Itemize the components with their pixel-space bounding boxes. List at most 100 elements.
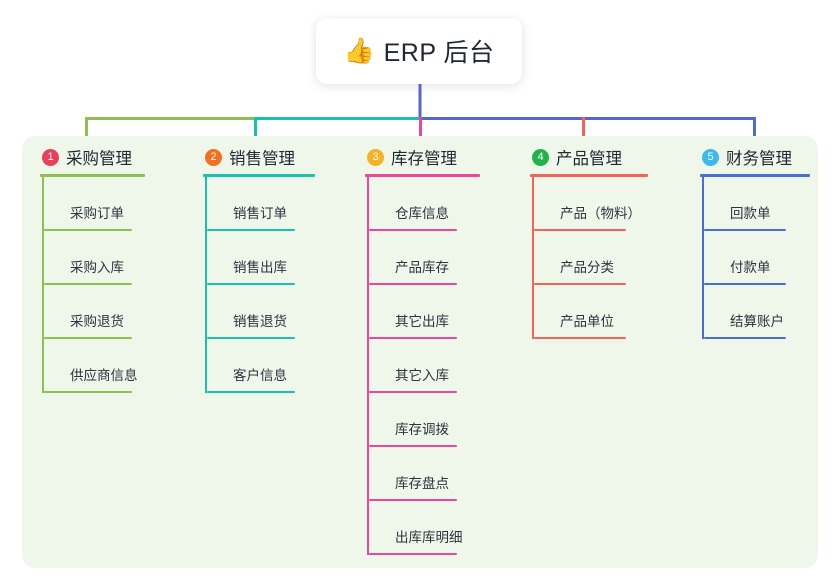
list-item-label: 采购入库 xyxy=(70,260,124,275)
column-items: 采购订单采购入库采购退货供应商信息 xyxy=(40,177,145,393)
column-items: 产品（物料） 产品分类产品单位 xyxy=(530,177,648,339)
column-number-badge: 3 xyxy=(367,148,384,166)
column-2: 2 销售管理销售订单销售出库销售退货客户信息 xyxy=(203,146,315,393)
list-item-label: 客户信息 xyxy=(233,368,287,383)
list-item-label: 产品单位 xyxy=(560,314,614,329)
column-number-badge: 2 xyxy=(205,148,222,166)
list-item[interactable]: 销售退货 xyxy=(205,285,315,339)
column-number-badge: 4 xyxy=(532,148,549,166)
list-item-label: 付款单 xyxy=(730,260,771,275)
list-item-label: 销售退货 xyxy=(233,314,287,329)
list-item-rule xyxy=(44,229,132,231)
column-header-rule xyxy=(365,174,480,177)
list-item-label: 仓库信息 xyxy=(395,206,449,221)
column-items: 仓库信息产品库存其它出库其它入库库存调拨库存盘点出库库明细 xyxy=(365,177,480,555)
column-items: 销售订单销售出库销售退货客户信息 xyxy=(203,177,315,393)
list-item-label: 出库库明细 xyxy=(395,530,463,545)
column-number-badge: 1 xyxy=(42,148,59,166)
column-header-2[interactable]: 2 销售管理 xyxy=(203,146,315,168)
list-item[interactable]: 库存调拨 xyxy=(367,393,480,447)
column-spine xyxy=(42,177,44,393)
column-header-rule xyxy=(203,174,315,177)
list-item[interactable]: 采购退货 xyxy=(42,285,145,339)
list-item-rule xyxy=(207,337,295,339)
list-item-label: 回款单 xyxy=(730,206,771,221)
list-item[interactable]: 产品（物料） xyxy=(532,177,648,231)
list-item-rule xyxy=(534,337,626,339)
list-item-rule xyxy=(44,391,132,393)
list-item[interactable]: 产品单位 xyxy=(532,285,648,339)
column-4: 4 产品管理产品（物料） 产品分类产品单位 xyxy=(530,146,648,339)
column-title: 财务管理 xyxy=(726,150,792,168)
list-item-rule xyxy=(369,229,457,231)
column-header-1[interactable]: 1 采购管理 xyxy=(40,146,145,168)
list-item-rule xyxy=(704,337,786,339)
list-item[interactable]: 其它出库 xyxy=(367,285,480,339)
list-item[interactable]: 出库库明细 xyxy=(367,501,480,555)
root-node-title: ERP 后台 xyxy=(383,39,495,67)
column-header-4[interactable]: 4 产品管理 xyxy=(530,146,648,168)
list-item-label: 供应商信息 xyxy=(70,368,138,383)
column-header-rule xyxy=(40,174,145,177)
list-item[interactable]: 仓库信息 xyxy=(367,177,480,231)
list-item[interactable]: 供应商信息 xyxy=(42,339,145,393)
column-spine xyxy=(367,177,369,555)
list-item[interactable]: 结算账户 xyxy=(702,285,810,339)
list-item-label: 产品分类 xyxy=(560,260,614,275)
column-spine xyxy=(205,177,207,393)
list-item-rule xyxy=(704,283,786,285)
column-title: 产品管理 xyxy=(556,150,622,168)
column-header-rule xyxy=(700,174,810,177)
list-item-rule xyxy=(207,229,295,231)
list-item-rule xyxy=(207,391,295,393)
list-item[interactable]: 产品库存 xyxy=(367,231,480,285)
column-1: 1 采购管理采购订单采购入库采购退货供应商信息 xyxy=(40,146,145,393)
list-item-rule xyxy=(369,445,457,447)
column-title: 库存管理 xyxy=(391,150,457,168)
column-title: 采购管理 xyxy=(66,150,132,168)
list-item[interactable]: 客户信息 xyxy=(205,339,315,393)
list-item-rule xyxy=(369,391,457,393)
list-item-label: 其它出库 xyxy=(395,314,449,329)
column-5: 5 财务管理回款单付款单结算账户 xyxy=(700,146,810,339)
column-header-5[interactable]: 5 财务管理 xyxy=(700,146,810,168)
column-spine xyxy=(532,177,534,339)
list-item-rule xyxy=(207,283,295,285)
list-item[interactable]: 其它入库 xyxy=(367,339,480,393)
list-item-rule xyxy=(534,283,626,285)
root-node-card[interactable]: 👍 ERP 后台 xyxy=(316,18,522,84)
list-item-label: 结算账户 xyxy=(730,314,784,329)
list-item-rule xyxy=(534,229,626,231)
list-item-label: 产品库存 xyxy=(395,260,449,275)
list-item[interactable]: 采购入库 xyxy=(42,231,145,285)
list-item-rule xyxy=(44,283,132,285)
list-item-label: 库存盘点 xyxy=(395,476,449,491)
column-title: 销售管理 xyxy=(229,150,295,168)
thumbs-up-icon: 👍 xyxy=(343,36,375,65)
list-item-label: 销售出库 xyxy=(233,260,287,275)
list-item-rule xyxy=(369,499,457,501)
column-header-rule xyxy=(530,174,648,177)
list-item[interactable]: 付款单 xyxy=(702,231,810,285)
list-item-label: 产品（物料） xyxy=(560,206,641,221)
column-items: 回款单付款单结算账户 xyxy=(700,177,810,339)
list-item-rule xyxy=(369,337,457,339)
column-number-badge: 5 xyxy=(702,148,719,166)
list-item[interactable]: 产品分类 xyxy=(532,231,648,285)
list-item-rule xyxy=(369,553,457,555)
list-item[interactable]: 销售订单 xyxy=(205,177,315,231)
column-spine xyxy=(702,177,704,339)
list-item-label: 采购订单 xyxy=(70,206,124,221)
list-item-label: 库存调拨 xyxy=(395,422,449,437)
column-3: 3 库存管理仓库信息产品库存其它出库其它入库库存调拨库存盘点出库库明细 xyxy=(365,146,480,555)
list-item[interactable]: 采购订单 xyxy=(42,177,145,231)
list-item[interactable]: 销售出库 xyxy=(205,231,315,285)
list-item[interactable]: 库存盘点 xyxy=(367,447,480,501)
list-item-rule xyxy=(44,337,132,339)
column-header-3[interactable]: 3 库存管理 xyxy=(365,146,480,168)
list-item-rule xyxy=(369,283,457,285)
list-item-label: 其它入库 xyxy=(395,368,449,383)
list-item[interactable]: 回款单 xyxy=(702,177,810,231)
diagram-panel xyxy=(22,136,818,568)
list-item-label: 采购退货 xyxy=(70,314,124,329)
